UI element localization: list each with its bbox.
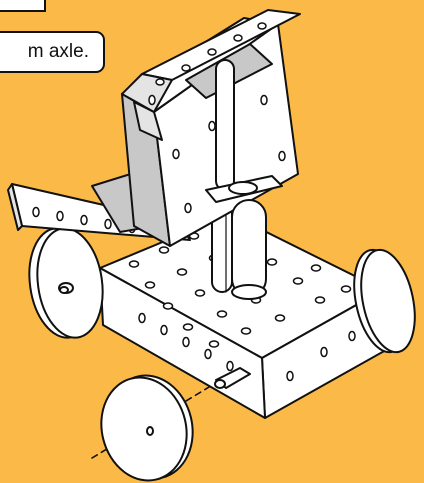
wheel-icon — [91, 366, 204, 483]
post-lower — [232, 200, 266, 299]
post-upper — [216, 60, 234, 190]
left-wheel — [23, 224, 110, 342]
